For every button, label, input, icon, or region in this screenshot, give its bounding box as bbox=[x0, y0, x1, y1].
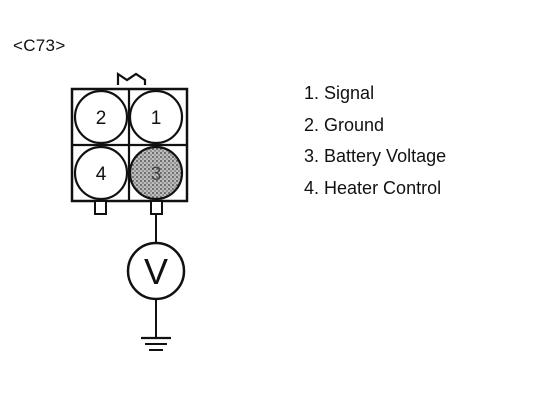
pin-number-1: 1 bbox=[151, 108, 162, 129]
legend-item-label: Heater Control bbox=[324, 177, 442, 198]
legend-item: 3.Battery Voltage bbox=[304, 143, 446, 175]
connector-id-label: <C73> bbox=[13, 36, 66, 55]
pin-number-3: 3 bbox=[151, 164, 162, 185]
terminal-tab-right bbox=[150, 200, 163, 215]
pin-function-legend: 1.Signal 2.Ground 3.Battery Voltage 4.He… bbox=[304, 80, 446, 206]
pin-cavity-4: 4 bbox=[73, 145, 129, 201]
pin-cavity-2: 2 bbox=[73, 89, 129, 145]
legend-item-label: Ground bbox=[324, 114, 385, 135]
pin-number-2: 2 bbox=[96, 108, 107, 129]
pin-cavity-1: 1 bbox=[128, 89, 184, 145]
legend-item-number: 4 bbox=[304, 177, 315, 198]
connector-locking-tab bbox=[116, 71, 147, 85]
legend-item-number: 3 bbox=[304, 146, 315, 166]
ground-symbol bbox=[141, 336, 171, 351]
legend-item-number: 1 bbox=[304, 83, 315, 103]
voltmeter: V bbox=[126, 241, 186, 301]
terminal-tab-left bbox=[94, 200, 107, 215]
legend-item: 4.Heater Control bbox=[304, 175, 446, 207]
legend-item: 1.Signal bbox=[304, 80, 446, 112]
legend-item-label: Signal bbox=[324, 83, 375, 103]
legend-item-number: 2 bbox=[304, 114, 315, 135]
pin-cavity-3-probed: 3 bbox=[128, 145, 184, 201]
voltmeter-symbol: V bbox=[144, 251, 168, 292]
legend-item: 2.Ground bbox=[304, 112, 446, 144]
pin-number-4: 4 bbox=[96, 164, 107, 185]
legend-item-label: Battery Voltage bbox=[324, 146, 447, 166]
